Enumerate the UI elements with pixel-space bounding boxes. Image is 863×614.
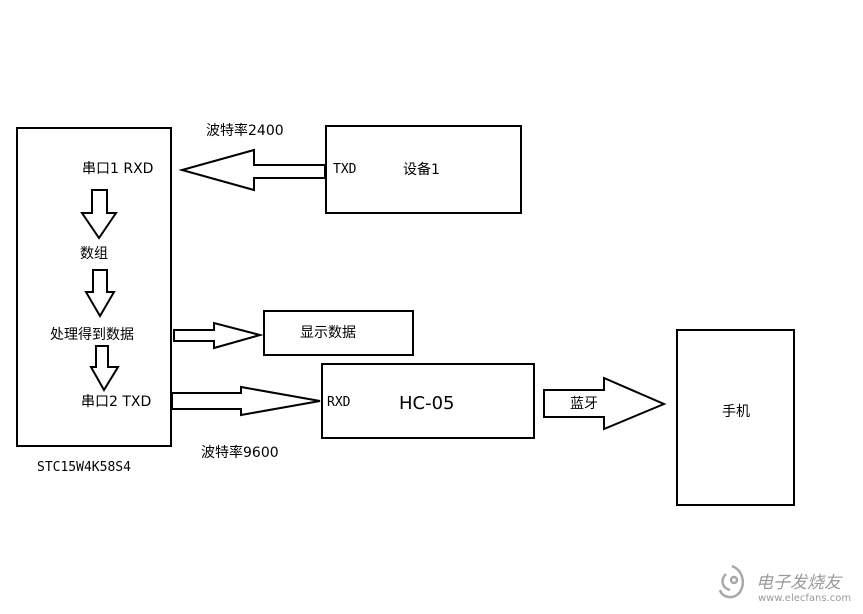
bluetooth-label: 蓝牙: [570, 396, 598, 412]
device1-block: [325, 125, 522, 214]
phone-label: 手机: [722, 404, 750, 420]
watermark-brand: 电子发烧友: [756, 573, 841, 593]
uart1-rxd-label: 串口1 RXD: [82, 161, 154, 177]
array-label: 数组: [80, 246, 108, 262]
display-data-block: [263, 310, 414, 356]
mcu-model-label: STC15W4K58S4: [37, 460, 131, 475]
uart2-txd-label: 串口2 TXD: [81, 394, 152, 410]
watermark-logo-icon: [718, 564, 744, 599]
arrow-down-uart1-to-array: [80, 189, 118, 240]
arrow-down-array-to-process: [84, 269, 116, 318]
device1-txd-label: TXD: [333, 162, 357, 177]
hc05-label: HC-05: [399, 393, 455, 414]
hc05-block: [321, 363, 535, 439]
arrow-bluetooth: [543, 376, 667, 431]
watermark: 电子发烧友 www.elecfans.com: [710, 560, 860, 610]
hc05-rxd-label: RXD: [327, 395, 351, 410]
phone-block: [676, 329, 795, 506]
baud-9600-label: 波特率9600: [201, 445, 279, 461]
arrow-mcu-to-display: [173, 321, 264, 350]
watermark-url: www.elecfans.com: [758, 593, 852, 604]
arrow-uart2-to-hc05: [171, 385, 321, 417]
arrow-down-process-to-uart2: [89, 345, 120, 392]
arrow-device-to-uart1: [178, 148, 326, 192]
process-data-label: 处理得到数据: [50, 327, 134, 343]
baud-2400-label: 波特率2400: [206, 123, 284, 139]
display-data-label: 显示数据: [300, 325, 356, 341]
device1-label: 设备1: [403, 162, 440, 178]
